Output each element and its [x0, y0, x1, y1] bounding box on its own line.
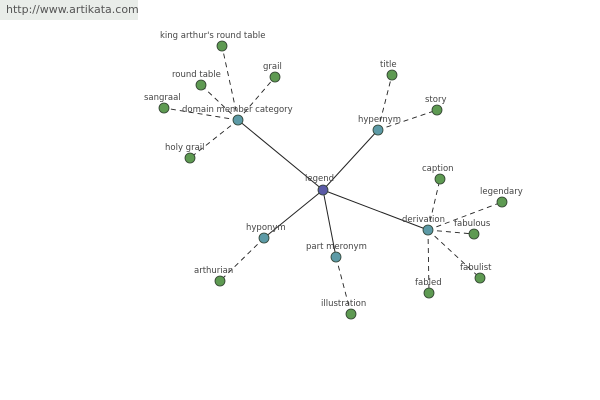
- leaf-round-table-label[interactable]: round table: [172, 70, 221, 80]
- leaf-arthurian-label[interactable]: arthurian: [194, 266, 233, 276]
- leaf-legendary-node[interactable]: [496, 196, 508, 208]
- relation-part-meronym-label[interactable]: part meronym: [306, 242, 367, 252]
- relation-hyponym-node[interactable]: [258, 232, 270, 244]
- leaf-fabled-label[interactable]: fabled: [415, 278, 442, 288]
- edge-hypernym-title: [377, 74, 393, 131]
- labels-layer: legend domain member category king arthur'…: [144, 31, 523, 309]
- leaf-fabled-node[interactable]: [423, 287, 435, 299]
- leaf-caption-node[interactable]: [434, 173, 446, 185]
- leaf-sangraal-label[interactable]: sangraal: [144, 93, 181, 103]
- nodes-layer: [158, 40, 508, 320]
- leaf-caption-label[interactable]: caption: [422, 164, 454, 174]
- edge-domain-member-category-grail: [237, 76, 276, 121]
- edge-hyponym-arthurian: [219, 237, 265, 282]
- edge-legend-domain-member-category: [237, 119, 324, 191]
- leaf-grail-label[interactable]: grail: [263, 62, 282, 72]
- leaf-sangraal-node[interactable]: [158, 102, 170, 114]
- relation-hyponym-label[interactable]: hyponym: [246, 223, 286, 233]
- relation-derivation-label[interactable]: derivation: [402, 215, 445, 225]
- relation-domain-member-category-node[interactable]: [232, 114, 244, 126]
- edge-part-meronym-illustration: [335, 256, 352, 315]
- leaf-holy-grail-label[interactable]: holy grail: [165, 143, 205, 153]
- leaf-holy-grail-node[interactable]: [184, 152, 196, 164]
- edge-derivation-fabulist: [427, 229, 481, 279]
- leaf-title-label[interactable]: title: [380, 60, 397, 70]
- leaf-king-arthur-s-round-table-node[interactable]: [216, 40, 228, 52]
- edge-legend-hyponym: [263, 189, 324, 239]
- leaf-grail-node[interactable]: [269, 71, 281, 83]
- edge-hypernym-story: [377, 109, 438, 131]
- leaf-king-arthur-s-round-table-label[interactable]: king arthur's round table: [160, 31, 265, 41]
- leaf-round-table-node[interactable]: [195, 79, 207, 91]
- edge-domain-member-category-sangraal: [163, 107, 239, 121]
- relation-hypernym-label[interactable]: hypernym: [358, 115, 401, 125]
- leaf-arthurian-node[interactable]: [214, 275, 226, 287]
- root-legend-label[interactable]: legend: [305, 174, 334, 184]
- leaf-legendary-label[interactable]: legendary: [480, 187, 523, 197]
- leaf-fabulist-label[interactable]: fabulist: [460, 263, 492, 273]
- edge-derivation-fabulous: [427, 229, 475, 235]
- edge-domain-member-category-holy-grail: [189, 119, 239, 159]
- leaf-story-label[interactable]: story: [425, 95, 447, 105]
- leaf-story-node[interactable]: [431, 104, 443, 116]
- relation-hypernym-node[interactable]: [372, 124, 384, 136]
- leaf-illustration-node[interactable]: [345, 308, 357, 320]
- edge-derivation-legendary: [427, 201, 503, 231]
- root-legend-node[interactable]: [317, 184, 329, 196]
- relation-domain-member-category-label[interactable]: domain member category: [182, 105, 293, 115]
- leaf-fabulist-node[interactable]: [474, 272, 486, 284]
- edge-derivation-fabled: [427, 229, 430, 294]
- edges-layer: [163, 45, 503, 315]
- leaf-fabulous-node[interactable]: [468, 228, 480, 240]
- relation-part-meronym-node[interactable]: [330, 251, 342, 263]
- edge-legend-hypernym: [322, 129, 379, 191]
- leaf-title-node[interactable]: [386, 69, 398, 81]
- edge-legend-part-meronym: [322, 189, 337, 258]
- relation-derivation-node[interactable]: [422, 224, 434, 236]
- edge-legend-derivation: [322, 189, 429, 231]
- leaf-illustration-label[interactable]: illustration: [321, 299, 366, 309]
- source-url-link[interactable]: http://www.artikata.com: [0, 0, 139, 20]
- edge-domain-member-category-king-arthur-s-round-table: [221, 45, 239, 121]
- leaf-fabulous-label[interactable]: fabulous: [454, 219, 491, 229]
